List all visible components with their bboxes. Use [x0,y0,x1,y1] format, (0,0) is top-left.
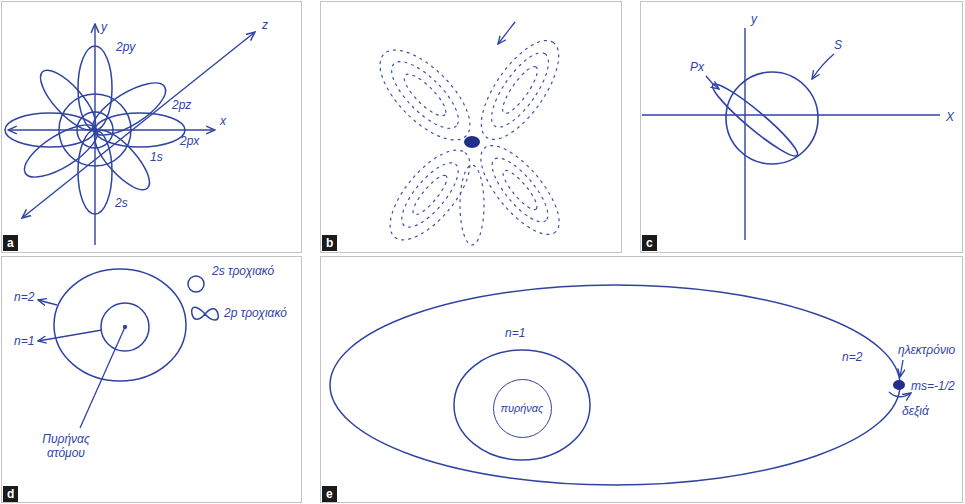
nucleus-circle: πυρήνας [493,379,552,438]
leader-arrow [706,54,834,89]
electron-cloud [460,165,484,245]
electron-cloud [497,62,542,117]
sketch-label: y [101,20,107,34]
leader-arrow [124,326,127,329]
orbital-lobe [95,113,185,147]
shell-outline [454,350,590,460]
panel-letter: b [322,235,337,251]
shell-outline [330,285,900,485]
axis-line [8,24,255,245]
sketch-label: 2s τροχιακό [212,264,274,278]
electron-cloud [499,166,542,213]
nucleus-dot [498,22,515,44]
shell-outline [54,269,218,381]
sketch-label: y [751,12,757,26]
leader-arrow [706,76,719,89]
axis-line [22,32,255,218]
panel-letter-text: a [7,236,14,250]
sketch-label: 2p τροχιακό [224,306,287,320]
electron-cloud [376,137,483,252]
electron-cloud [366,29,573,253]
sketch-label: n=2 [14,290,34,304]
electron-cloud [366,36,485,155]
sketch-label: n=1 [14,334,34,348]
sketch-label: δεξιά [902,404,929,418]
shell-outline [101,303,149,351]
sketch-label: n=1 [505,326,525,340]
orbital-lobe [86,122,158,197]
panel-letter: d [3,486,18,502]
sketch-label: 2py [116,40,135,54]
orbital-lobe [5,113,95,147]
leader-arrow [38,300,57,305]
shell-outline [54,269,186,381]
sketch-label: Πυρήνας ατόμου [30,432,102,460]
panel-letter: a [3,235,18,251]
sketch-label: 1s [150,150,163,164]
panel-frame [2,257,302,503]
panel-frame [641,2,963,253]
electron-cloud [468,134,572,247]
sketch-label: 2pz [172,98,191,112]
axis-line [744,28,745,240]
axis-line [642,28,940,240]
sketch-label: ms=-1/2 [911,379,955,393]
nucleus-dot [464,136,480,148]
axis-line [8,129,215,130]
sketch-label: 2px [180,134,199,148]
panel-letter-text: c [646,236,653,250]
leader-arrow [38,330,102,341]
panel-frame [321,257,963,503]
electron-cloud [484,150,557,229]
sketch-label: X [946,110,954,124]
panel-letter-text: e [326,487,333,501]
orbital-outline [707,72,818,164]
electron-cloud [382,52,468,138]
orbital-outline [707,78,803,162]
electron-dot [893,380,905,390]
orbital-lobe [32,62,104,137]
leader-arrow [80,327,125,428]
panel-letter-text: d [7,487,14,501]
leader-arrow [38,300,127,428]
nucleus-label: πυρήνας [501,402,544,415]
orbital-lobe [5,46,185,214]
shell-outline [192,307,219,320]
sketch-label: z [262,18,268,32]
electron-cloud [393,155,467,236]
panel-letter: e [322,486,337,502]
electron-dot [889,360,911,397]
panel-frame [2,2,302,253]
electron-dot [889,392,911,397]
panel-letter-text: b [326,236,333,250]
panel-letter: c [642,235,657,251]
sketch-label: S [834,38,842,52]
panel-frame [321,2,622,253]
electron-cloud [409,171,452,218]
leader-arrow [812,54,834,79]
sketch-label: ηλεκτρόνιο [898,343,955,357]
electron-cloud [482,45,559,135]
electron-dot [900,360,903,377]
orbital-lobe [17,115,105,187]
nucleus-dot [464,22,515,148]
electron-cloud [467,29,573,152]
sketch-label: 2s [115,196,128,210]
sketch-label: Px [690,60,704,74]
electron-cloud [399,69,451,121]
sketch-label: x [220,114,226,128]
axis-line [642,114,940,115]
shell-outline [330,285,900,485]
shell-outline [188,276,204,292]
sketch-label: n=2 [842,350,862,364]
